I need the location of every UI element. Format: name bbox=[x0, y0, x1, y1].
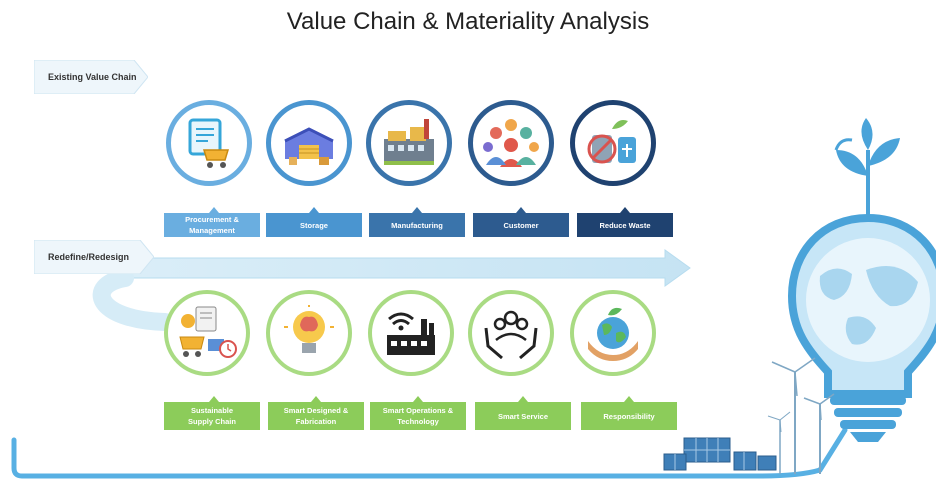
storage-label: Storage bbox=[266, 213, 362, 237]
reduce-waste-label: Reduce Waste bbox=[577, 213, 673, 237]
customer-group-icon bbox=[483, 119, 539, 167]
redesign-swoop bbox=[92, 269, 174, 331]
storage-warehouse-icon bbox=[284, 127, 334, 165]
label-notch bbox=[413, 396, 423, 402]
factory-icon bbox=[384, 119, 434, 165]
redefine-redesign-tag: Redefine/Redesign bbox=[34, 240, 168, 274]
earth-hands-icon bbox=[588, 307, 638, 361]
sustainable-supply-chain-icon bbox=[179, 306, 237, 358]
label-notch bbox=[311, 396, 321, 402]
page-title: Value Chain & Materiality Analysis bbox=[286, 8, 650, 35]
smart-design-bulb-icon bbox=[284, 305, 334, 353]
manufacturing-circle bbox=[366, 100, 452, 186]
smart-design-circle bbox=[266, 290, 352, 376]
label-notch bbox=[624, 396, 634, 402]
label-notch bbox=[309, 207, 319, 213]
procurement-cart-icon bbox=[188, 118, 230, 168]
smart-service-hands-icon bbox=[484, 310, 538, 360]
customer-label: Customer bbox=[473, 213, 569, 237]
responsibility-label: Responsibility bbox=[581, 402, 677, 430]
sustainable-supply-chain-circle bbox=[164, 290, 250, 376]
label-notch bbox=[412, 207, 422, 213]
procurement-circle bbox=[166, 100, 252, 186]
customer-circle bbox=[468, 100, 554, 186]
existing-value-chain-tag: Existing Value Chain bbox=[34, 60, 162, 94]
smart-service-label: Smart Service bbox=[475, 402, 571, 430]
label-notch bbox=[209, 396, 219, 402]
smart-operations-label: Smart Operations &Technology bbox=[370, 402, 466, 430]
redesign-arrow bbox=[109, 249, 691, 287]
return-line bbox=[11, 427, 848, 479]
procurement-label: Procurement &Management bbox=[164, 213, 260, 237]
tag-arrow-shape bbox=[34, 60, 148, 94]
manufacturing-label: Manufacturing bbox=[369, 213, 465, 237]
responsibility-circle bbox=[570, 290, 656, 376]
smart-operations-circle bbox=[368, 290, 454, 376]
smart-design-label: Smart Designed &Fabrication bbox=[268, 402, 364, 430]
reduce-waste-circle bbox=[570, 100, 656, 186]
label-notch bbox=[209, 207, 219, 213]
smart-factory-wifi-icon bbox=[387, 312, 435, 355]
tag-arrow-shape bbox=[34, 240, 154, 274]
reduce-waste-icon bbox=[587, 120, 636, 164]
label-notch bbox=[518, 396, 528, 402]
smart-service-circle bbox=[468, 290, 554, 376]
label-notch bbox=[516, 207, 526, 213]
label-notch bbox=[620, 207, 630, 213]
storage-circle bbox=[266, 100, 352, 186]
